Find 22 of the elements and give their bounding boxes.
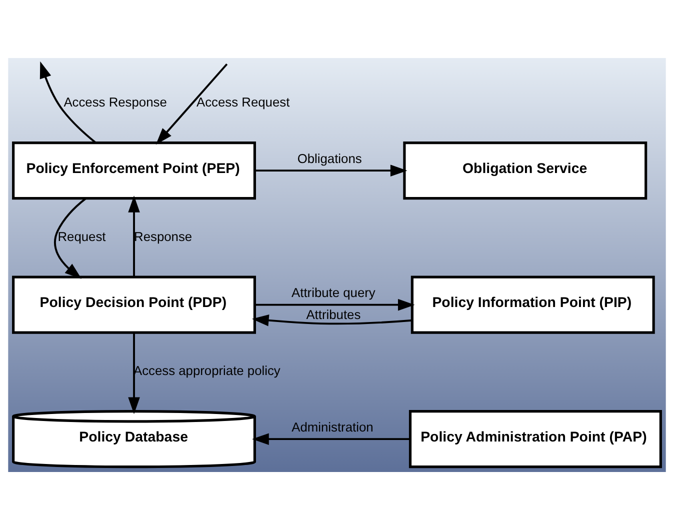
node-box: Policy Enforcement Point (PEP) (12, 141, 256, 200)
arrow (54, 197, 86, 278)
edge-label: Administration (292, 418, 374, 434)
arrow (40, 60, 96, 144)
node-box: Policy Information Point (PIP) (410, 275, 655, 334)
edge-label: Attribute query (292, 284, 376, 300)
arrow (254, 298, 415, 310)
edge-label: Attributes (306, 306, 361, 322)
arrow (156, 63, 228, 144)
node-box: Obligation Service (403, 141, 648, 200)
edge-label: Request (58, 228, 106, 244)
edge-label: Access Response (64, 94, 167, 110)
node-box: Policy Administration Point (PAP) (408, 410, 662, 468)
edge-label: Obligations (297, 150, 362, 166)
arrow (255, 164, 408, 176)
node-box: Policy Decision Point (PDP) (12, 275, 256, 334)
edge-label: Access Request (196, 94, 290, 110)
arrow (252, 432, 410, 444)
arrow (252, 314, 412, 326)
arrow (128, 195, 140, 276)
arrow (128, 332, 140, 414)
edge-label: Response (134, 228, 192, 244)
